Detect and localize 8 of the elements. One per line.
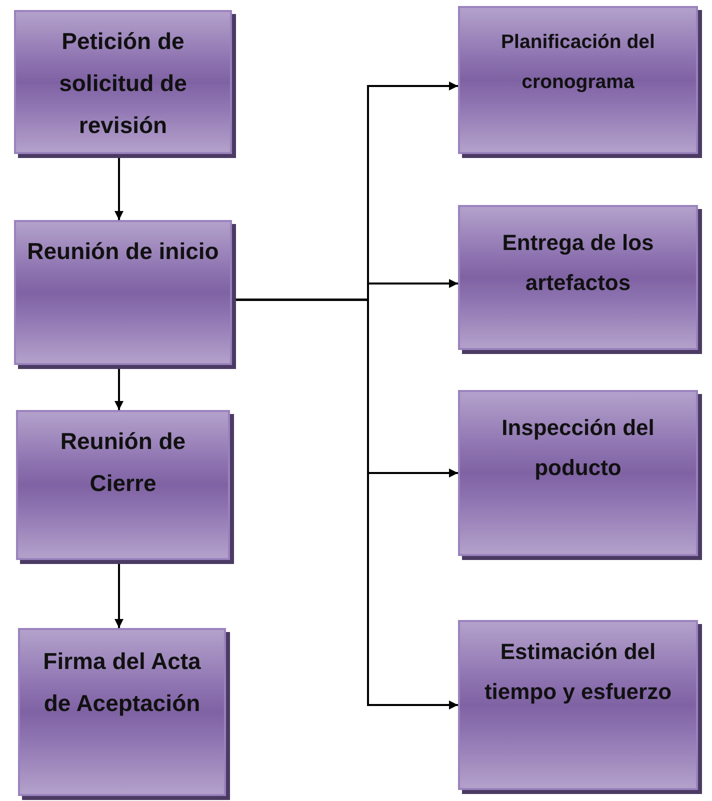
box-label: Petición de solicitud de revisión bbox=[58, 27, 188, 140]
box-label: Planificación del cronograma bbox=[500, 30, 656, 95]
box-label: Firma del Acta de Aceptación bbox=[42, 647, 202, 718]
box-label: Reunión de Cierre bbox=[59, 427, 187, 498]
box-label: Inspección del poducto bbox=[500, 414, 656, 482]
box-label: Entrega de los artefactos bbox=[501, 229, 655, 297]
box-label: Reunión de inicio bbox=[27, 237, 219, 266]
box-label: Estimación del tiempo y esfuerzo bbox=[483, 638, 673, 706]
